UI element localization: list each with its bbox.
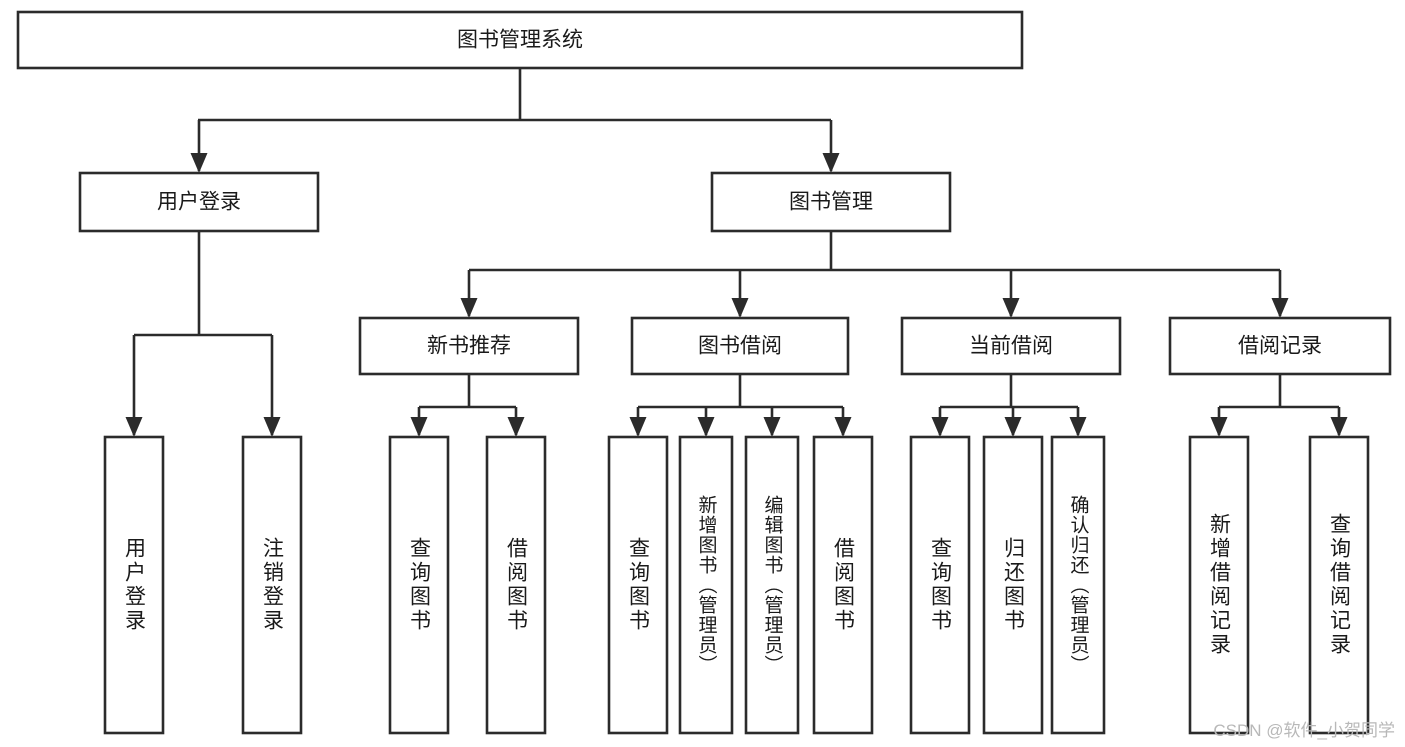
node-label-current-borrow: 当前借阅 <box>969 335 1053 358</box>
node-box-leaf-add-record[interactable] <box>1188 435 1250 735</box>
node-label-new-book-rec: 新书推荐 <box>427 335 511 358</box>
node-label-root: 图书管理系统 <box>457 29 583 52</box>
arrow-head-icon <box>1210 417 1228 437</box>
arrow-head-icon <box>1330 417 1348 437</box>
node-box-leaf-edit-book[interactable] <box>744 435 800 735</box>
arrow-head-icon <box>822 153 840 173</box>
arrow-head-icon <box>507 417 525 437</box>
arrow-head-icon <box>731 298 749 318</box>
node-box-new-book-rec[interactable] <box>358 316 580 376</box>
node-box-leaf-query-record[interactable] <box>1308 435 1370 735</box>
node-label-borrow-record: 借阅记录 <box>1238 335 1322 358</box>
node-box-leaf-add-book[interactable] <box>678 435 734 735</box>
node-label-book-manage: 图书管理 <box>789 191 873 214</box>
node-box-book-manage[interactable] <box>710 171 952 233</box>
node-box-user-login[interactable] <box>78 171 320 233</box>
arrow-head-icon <box>1004 417 1022 437</box>
node-box-leaf-logout[interactable] <box>241 435 303 735</box>
connectors-layer <box>125 68 1348 437</box>
boxes-layer <box>16 10 1392 735</box>
arrow-head-icon <box>931 417 949 437</box>
arrow-head-icon <box>763 417 781 437</box>
arrow-head-icon <box>125 417 143 437</box>
node-box-leaf-confirm-return[interactable] <box>1050 435 1106 735</box>
node-box-leaf-return-book[interactable] <box>982 435 1044 735</box>
arrow-head-icon <box>190 153 208 173</box>
node-label-user-login: 用户登录 <box>157 191 241 214</box>
arrow-head-icon <box>697 417 715 437</box>
node-box-book-borrow[interactable] <box>630 316 850 376</box>
arrow-head-icon <box>1069 417 1087 437</box>
node-box-root[interactable] <box>16 10 1024 70</box>
node-box-leaf-query-book-2[interactable] <box>607 435 669 735</box>
node-box-borrow-record[interactable] <box>1168 316 1392 376</box>
arrow-head-icon <box>263 417 281 437</box>
node-label-book-borrow: 图书借阅 <box>698 335 782 358</box>
arrow-head-icon <box>460 298 478 318</box>
arrow-head-icon <box>834 417 852 437</box>
node-box-leaf-query-book-1[interactable] <box>388 435 450 735</box>
arrow-head-icon <box>410 417 428 437</box>
node-box-current-borrow[interactable] <box>900 316 1122 376</box>
node-box-leaf-borrow-book-2[interactable] <box>812 435 874 735</box>
arrow-head-icon <box>1271 298 1289 318</box>
arrow-head-icon <box>1002 298 1020 318</box>
arrow-head-icon <box>629 417 647 437</box>
node-box-leaf-user-login[interactable] <box>103 435 165 735</box>
watermark-credit: CSDN @软件_小贺同学 <box>1213 721 1395 740</box>
node-box-leaf-borrow-book-1[interactable] <box>485 435 547 735</box>
node-box-leaf-query-book-3[interactable] <box>909 435 971 735</box>
